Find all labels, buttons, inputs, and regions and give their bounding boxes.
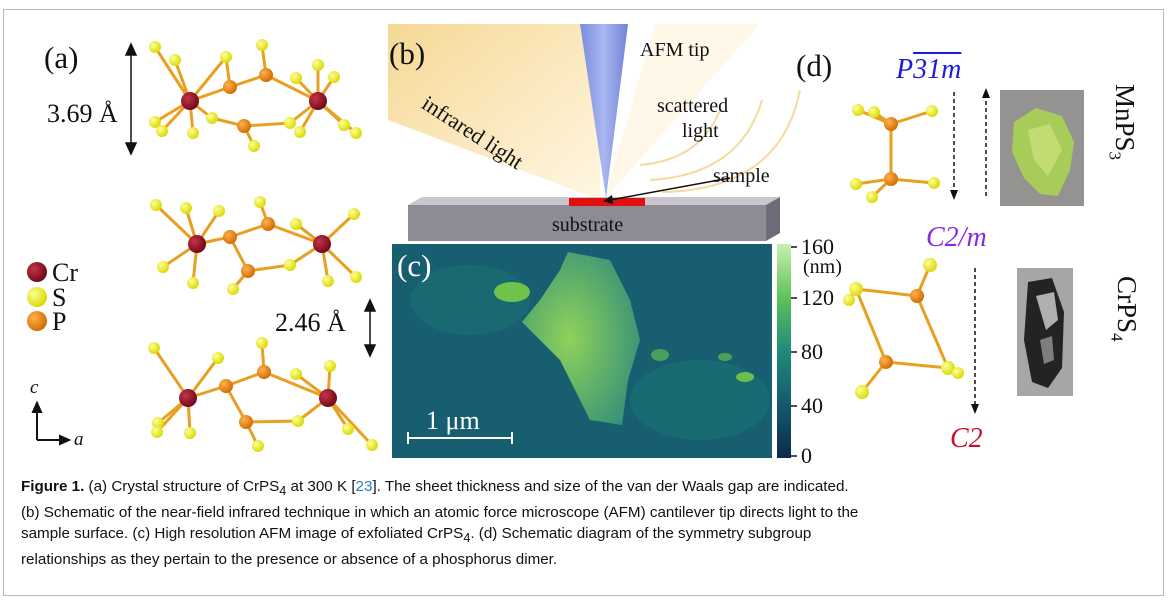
- caption-line-3: sample surface. (c) High resolution AFM …: [21, 525, 812, 546]
- substrate-side: [766, 197, 780, 241]
- caption-line-4: relationships as they pertain to the pre…: [21, 551, 558, 569]
- colorbar-unit: (nm): [803, 256, 842, 278]
- sample-pointer: [609, 177, 731, 201]
- axis-c-label: c: [30, 377, 39, 398]
- afm-tip: [580, 24, 628, 198]
- axes-icon: [31, 400, 72, 446]
- p-monomer-atoms: [843, 258, 964, 399]
- scatter-arc-2: [649, 99, 763, 181]
- legend-cr-label: Cr: [52, 258, 78, 287]
- p-dimer-atoms: [850, 104, 940, 203]
- element-legend-balls: [27, 262, 47, 331]
- scalebar-label: 1 μm: [426, 406, 480, 435]
- subgroup-arrows: [953, 92, 987, 408]
- sample-label: sample: [713, 165, 770, 187]
- afm-tip-label: AFM tip: [640, 39, 710, 61]
- panel-d-label: (d): [796, 48, 833, 83]
- panel-a-label: (a): [44, 40, 79, 75]
- colorbar: [777, 244, 791, 458]
- layer-1-atoms: [149, 39, 362, 152]
- gap-arrow: [363, 298, 377, 358]
- legend-s-label: S: [52, 283, 67, 312]
- colorbar-tick-40: 40: [801, 393, 823, 418]
- scattered-label: scattered: [657, 95, 729, 117]
- panel-b-label: (b): [389, 36, 426, 71]
- small-flake-3: [736, 372, 754, 382]
- panel-c-label: (c): [397, 248, 432, 283]
- figure-caption: Figure 1. (a) Crystal structure of CrPS4…: [21, 476, 1146, 570]
- crps4-photo: [1017, 268, 1073, 396]
- space-group-top: P31m: [896, 54, 962, 85]
- substrate-label: substrate: [552, 214, 624, 236]
- vdw-gap-label: 2.46 Å: [275, 308, 346, 337]
- scattered-light-label: light: [682, 120, 719, 142]
- mnps3-label: MnPS3: [1105, 84, 1140, 161]
- crps4-label: CrPS4: [1107, 276, 1142, 342]
- thickness-arrow: [124, 42, 138, 156]
- reference-link[interactable]: 23: [355, 478, 373, 495]
- scatter-arc-1: [639, 109, 721, 166]
- axis-a-label: a: [74, 429, 84, 450]
- infrared-beam: [388, 24, 600, 200]
- substrate-front: [408, 205, 766, 241]
- colorbar-tick-0: 0: [801, 443, 812, 468]
- caption-line-1: Figure 1. (a) Crystal structure of CrPS4…: [21, 478, 849, 499]
- small-flake-1: [494, 282, 530, 302]
- caption-line-2: (b) Schematic of the near-field infrared…: [21, 504, 859, 522]
- colorbar-tick-80: 80: [801, 339, 823, 364]
- mnps3-photo: [1000, 90, 1084, 206]
- small-flake-2: [651, 349, 669, 361]
- space-group-bottom: C2: [950, 423, 983, 454]
- scattered-beam: [604, 24, 760, 200]
- crps4-flake: [522, 252, 640, 425]
- colorbar-tick-120: 120: [801, 285, 834, 310]
- p-monomer-bonds: [847, 264, 959, 393]
- legend-p-label: P: [52, 307, 67, 336]
- space-group-mid: C2/m: [926, 222, 987, 253]
- layer-3-atoms: [148, 337, 378, 452]
- colorbar-ticks: [791, 246, 797, 457]
- scatter-arc-3: [661, 89, 801, 193]
- colorbar-tick-160: 160: [801, 234, 834, 259]
- sheet-thickness-label: 3.69 Å: [47, 99, 118, 128]
- layer-2-atoms: [150, 196, 362, 295]
